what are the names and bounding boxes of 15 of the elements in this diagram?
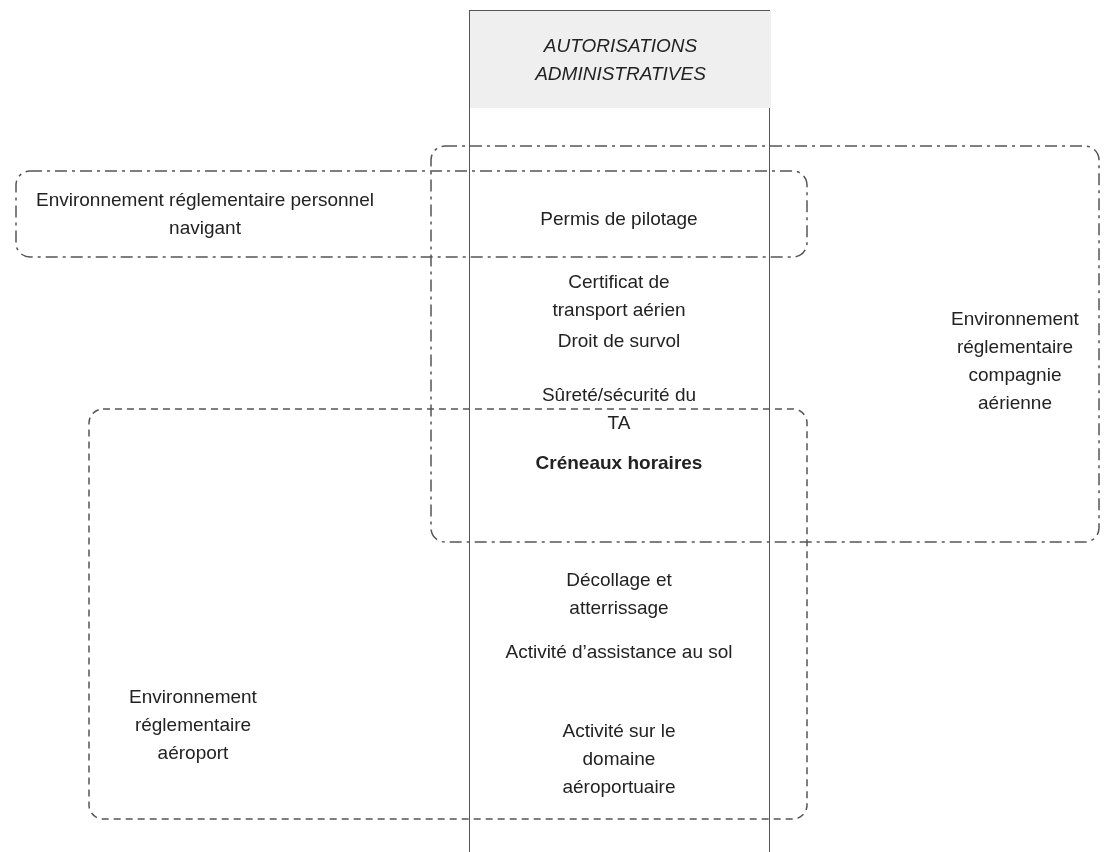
region-label: Environnement réglementaire personnel navigant — [35, 188, 375, 240]
item-text: Décollage et atterrissage — [565, 568, 673, 620]
region-outline — [430, 145, 1100, 543]
region-outline — [15, 170, 808, 258]
item-text: Permis de pilotage — [539, 207, 699, 231]
region-label: Environnement réglementaire aéroport — [128, 685, 258, 765]
item-text: Activité d’assistance au sol — [504, 640, 734, 664]
item-text: Certificat de transport aérien — [551, 270, 687, 322]
item-text: Activité sur le domaine aéroportuaire — [561, 719, 677, 799]
item-text: Créneaux horaires — [534, 451, 704, 475]
item-text: Droit de survol — [556, 329, 682, 353]
column-box — [469, 10, 770, 852]
item-text: Sûreté/sécurité du TA — [540, 383, 698, 435]
column-header: AUTORISATIONS ADMINISTRATIVES — [470, 11, 771, 108]
region-outline — [88, 408, 808, 820]
